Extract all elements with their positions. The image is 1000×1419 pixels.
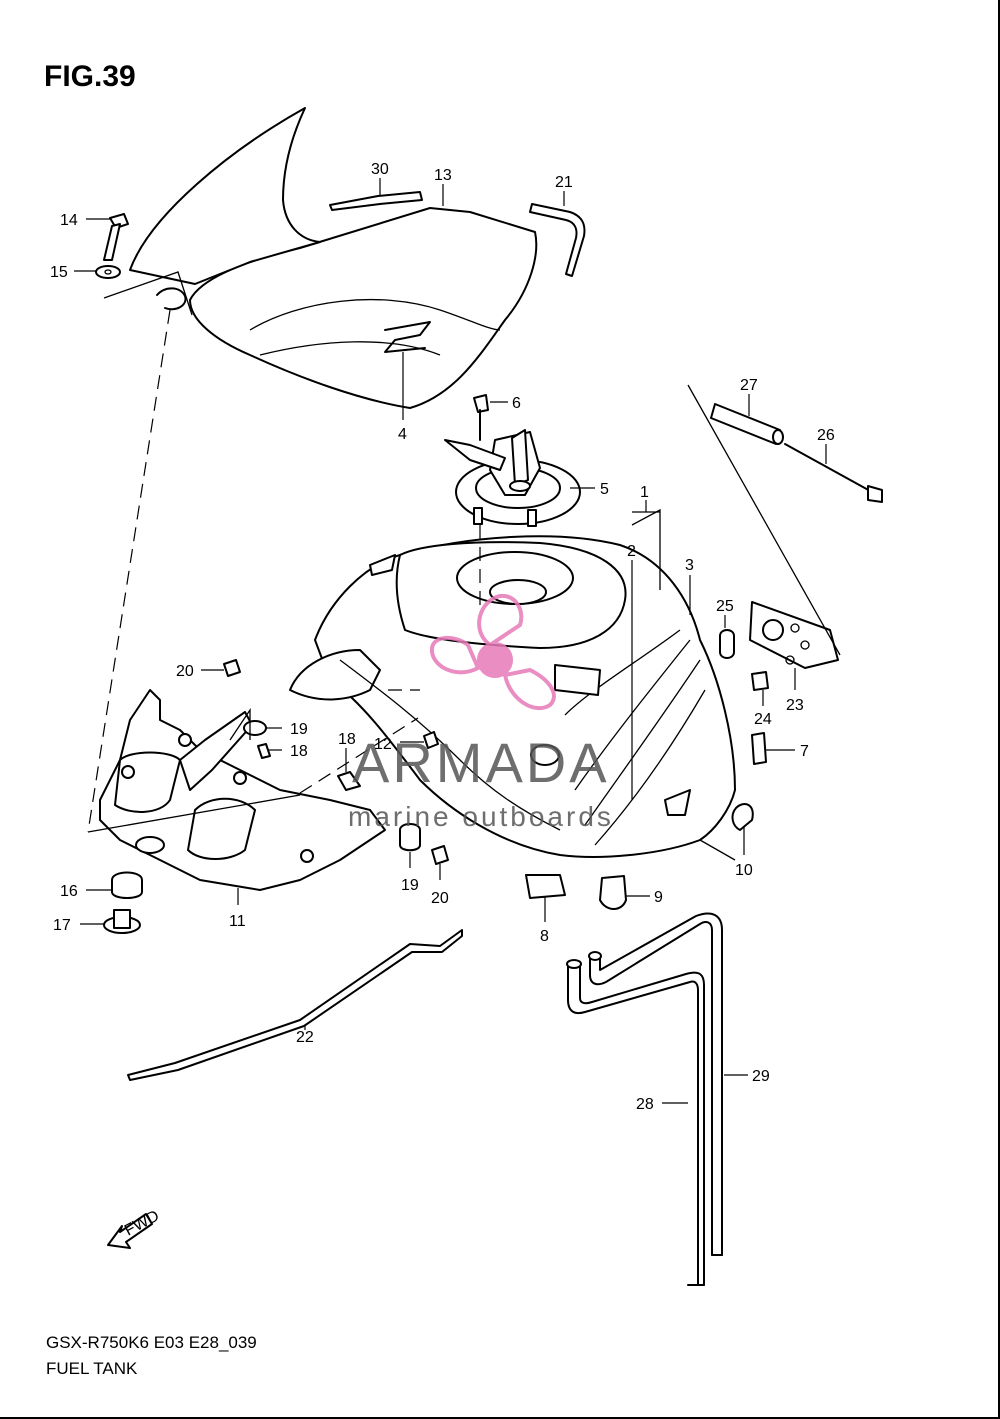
callout-17: 17 xyxy=(53,917,71,934)
callout-9: 9 xyxy=(654,889,663,906)
callout-24: 24 xyxy=(754,711,772,728)
callout-5: 5 xyxy=(600,481,609,498)
forward-direction-icon: FWD xyxy=(107,1207,162,1249)
small-parts-top xyxy=(95,191,586,279)
suzuki-logo-icon xyxy=(384,321,431,353)
strip-part-30 xyxy=(329,191,423,211)
callout-22: 22 xyxy=(296,1029,314,1046)
callout-28: 28 xyxy=(636,1096,654,1113)
bolt-part-24 xyxy=(751,671,769,691)
callout-14: 14 xyxy=(60,212,78,229)
callout-13: 13 xyxy=(434,167,452,184)
callout-21: 21 xyxy=(555,174,573,191)
callout-20-left: 20 xyxy=(176,663,194,680)
callout-2: 2 xyxy=(627,543,636,560)
callout-30: 30 xyxy=(371,161,389,178)
callout-27: 27 xyxy=(740,377,758,394)
callout-11: 11 xyxy=(229,913,246,930)
assembly-lines xyxy=(87,309,661,833)
mounting-bracket-part-11 xyxy=(99,689,386,891)
clip-part-20a xyxy=(223,659,241,677)
callout-18-left: 18 xyxy=(290,743,308,760)
callout-29: 29 xyxy=(752,1068,770,1085)
figure-caption: FUEL TANK xyxy=(46,1359,138,1378)
callout-20-center: 20 xyxy=(431,890,449,907)
callout-16: 16 xyxy=(60,883,78,900)
callout-26: 26 xyxy=(817,427,835,444)
fuel-cap-part-5 xyxy=(444,394,581,527)
callout-18-center: 18 xyxy=(338,731,356,748)
pad-part-7 xyxy=(751,732,767,765)
grommet-part-19b xyxy=(399,823,421,852)
callout-6: 6 xyxy=(512,395,521,412)
tank-cover-part-4 xyxy=(103,107,538,409)
pipe-part-27 xyxy=(710,403,781,445)
cushion-part-10 xyxy=(731,803,754,831)
washer-part-15 xyxy=(95,265,121,279)
bolt-part-18b xyxy=(337,771,361,791)
armada-watermark: ARMADA marine outboards xyxy=(348,593,614,832)
callout-15: 15 xyxy=(50,264,68,281)
bolt-part-14 xyxy=(103,213,129,261)
bolt-part-18a xyxy=(257,743,271,759)
rear-bracket-group xyxy=(687,384,883,669)
svg-text:ARMADA: ARMADA xyxy=(352,731,610,794)
grommet-part-19a xyxy=(243,720,267,736)
svg-text:marine outboards: marine outboards xyxy=(348,801,614,832)
callout-7: 7 xyxy=(800,743,809,760)
callout-12: 12 xyxy=(374,736,392,753)
callout-labels: 1 2 3 4 5 6 7 8 9 10 xyxy=(50,161,835,1113)
hose-part-21 xyxy=(529,203,586,277)
callout-4: 4 xyxy=(398,426,407,443)
propeller-logo-icon xyxy=(429,593,556,711)
bracket-part-23 xyxy=(749,601,839,669)
bolt-part-6 xyxy=(473,394,489,413)
damper-part-8 xyxy=(525,874,566,899)
callout-8: 8 xyxy=(540,928,549,945)
cushion-part-16 xyxy=(111,871,143,899)
callout-23: 23 xyxy=(786,697,804,714)
fuel-tank-part-1 xyxy=(289,535,736,861)
callout-25: 25 xyxy=(716,598,734,615)
bolt-part-26 xyxy=(784,443,873,493)
hose-part-28 xyxy=(566,959,705,1286)
svg-text:FWD: FWD xyxy=(122,1207,162,1239)
screw-part-12 xyxy=(423,731,439,749)
clip-part-20b xyxy=(431,845,449,865)
collar-part-17 xyxy=(113,909,131,929)
cushion-part-9 xyxy=(599,875,627,910)
hose-part-29 xyxy=(588,912,723,1256)
model-code: GSX-R750K6 E03 E28_039 xyxy=(46,1333,257,1352)
callout-10: 10 xyxy=(735,862,753,879)
nut-part-25 xyxy=(719,629,735,659)
small-fasteners xyxy=(103,629,769,934)
rod-part-22 xyxy=(127,929,463,1081)
callout-1: 1 xyxy=(640,484,649,501)
figure-title: FIG.39 xyxy=(44,60,136,93)
callout-3: 3 xyxy=(685,557,694,574)
callout-19-center: 19 xyxy=(401,877,419,894)
callout-19-left: 19 xyxy=(290,721,308,738)
